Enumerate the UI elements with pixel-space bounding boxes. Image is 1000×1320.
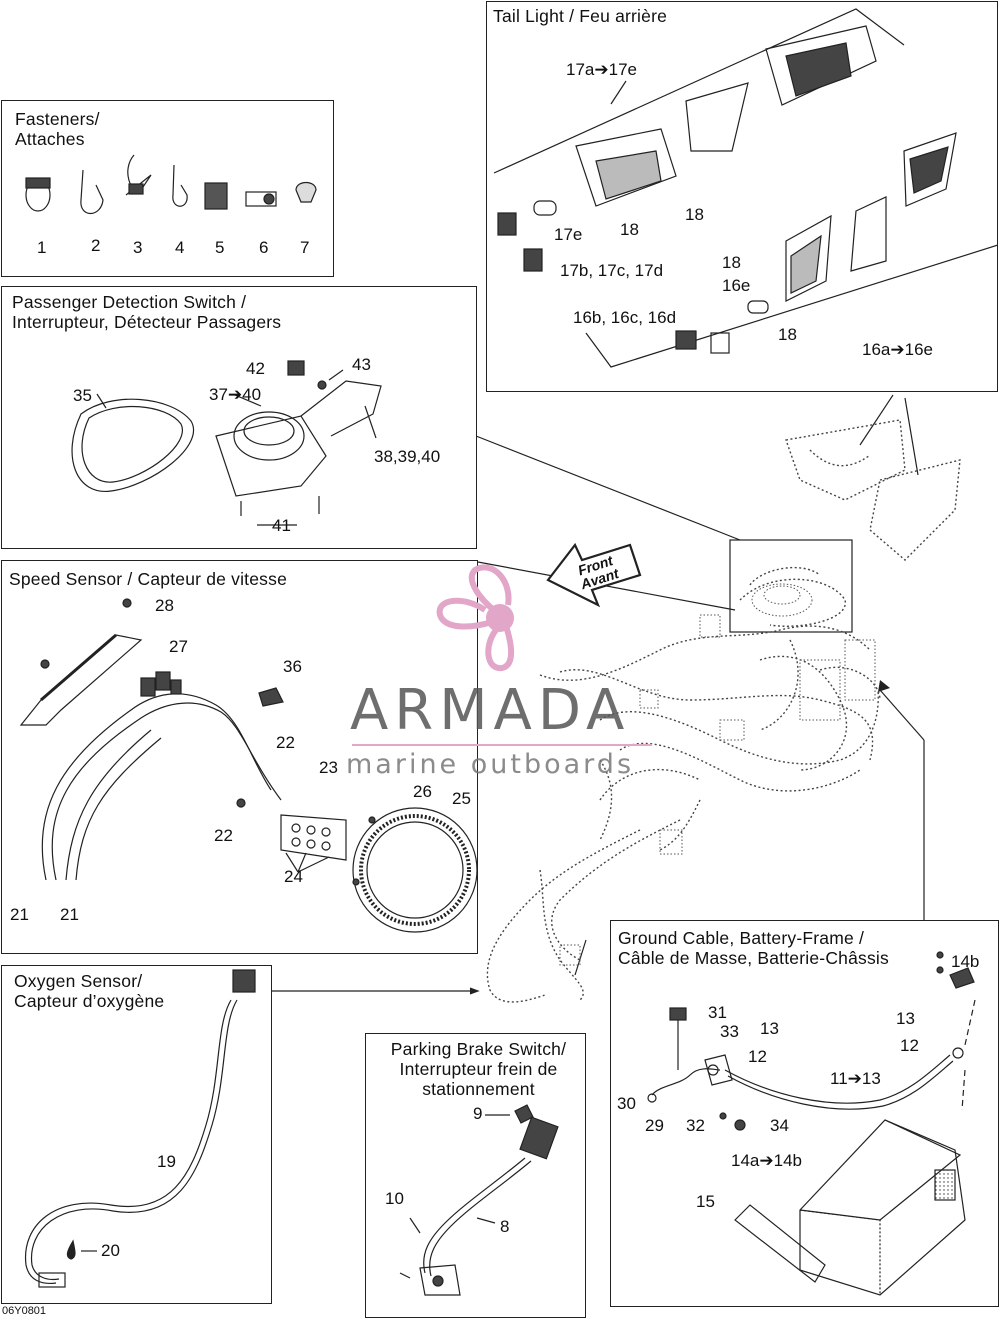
oxygen-sensor-panel: [1, 965, 272, 1304]
label-12-right: 12: [900, 1036, 919, 1055]
propeller-logo: [436, 564, 515, 671]
label-43: 43: [352, 355, 371, 374]
label-38: 38,39,40: [374, 447, 441, 466]
label-20: 20: [101, 1241, 120, 1260]
label-17b: 17b, 17c, 17d: [560, 261, 664, 280]
ground-cable-panel: [610, 920, 999, 1307]
label-16a: 16a➔16e: [862, 340, 933, 359]
label-42: 42: [246, 359, 265, 378]
label-18-upper: 18: [685, 205, 704, 224]
label-17a: 17a➔17e: [566, 60, 637, 79]
passenger-switch-panel: [1, 286, 477, 549]
label-14a: 14a➔14b: [731, 1151, 802, 1170]
tail-light-title: Tail Light / Feu arrière: [493, 6, 668, 26]
fastener-5: 5: [215, 238, 225, 257]
label-12-left: 12: [748, 1047, 767, 1066]
tail-light-drawing: [493, 8, 998, 368]
label-13-left: 13: [760, 1019, 779, 1038]
label-17e: 17e: [554, 225, 583, 244]
label-22-upper: 22: [276, 733, 295, 752]
diagram-code: 06Y0801: [2, 1305, 47, 1317]
watermark-rule: [352, 744, 652, 746]
label-34: 34: [770, 1116, 789, 1135]
label-14b: 14b: [951, 952, 980, 971]
watermark-tagline: marine outboards: [346, 749, 635, 780]
oxygen-sensor-title: Oxygen Sensor/ Capteur d’oxygène: [14, 971, 165, 1011]
label-26: 26: [413, 782, 432, 801]
label-21-right: 21: [60, 905, 79, 924]
label-10: 10: [385, 1189, 404, 1208]
watermark-brand: ARMADA: [350, 678, 631, 743]
fasteners-panel: [1, 100, 334, 277]
fastener-6: 6: [259, 238, 269, 257]
label-15: 15: [696, 1192, 715, 1211]
label-30: 30: [617, 1094, 636, 1113]
parking-brake-panel: [365, 1033, 586, 1318]
fastener-2: 2: [91, 236, 101, 255]
label-18-mid: 18: [620, 220, 639, 239]
label-25: 25: [452, 789, 471, 808]
tail-light-panel: [486, 1, 998, 392]
label-29: 29: [645, 1116, 664, 1135]
label-18-right: 18: [722, 253, 741, 272]
parking-brake-drawing: [399, 1104, 559, 1296]
fasteners-drawing: [25, 154, 317, 215]
label-19: 19: [157, 1152, 176, 1171]
label-16b: 16b, 16c, 16d: [573, 308, 677, 327]
parking-brake-title: Parking Brake Switch/ Interrupteur frein…: [390, 1039, 567, 1099]
label-22-lower: 22: [214, 826, 233, 845]
label-16e: 16e: [722, 276, 751, 295]
label-37: 37➔40: [209, 385, 262, 404]
label-24: 24: [284, 867, 303, 886]
speed-sensor-panel: [1, 560, 478, 954]
fastener-4: 4: [175, 238, 185, 257]
speed-sensor-title: Speed Sensor / Capteur de vitesse: [9, 569, 288, 589]
speed-sensor-drawing: [19, 598, 478, 933]
label-23: 23: [319, 758, 338, 777]
label-41: 41: [272, 516, 291, 535]
label-35: 35: [73, 386, 92, 405]
label-33: 33: [720, 1022, 739, 1041]
label-11: 11➔13: [830, 1069, 881, 1088]
label-21-left: 21: [10, 905, 29, 924]
label-27: 27: [169, 637, 188, 656]
label-18-lower: 18: [778, 325, 797, 344]
label-28: 28: [155, 596, 174, 615]
fasteners-title: Fasteners/ Attaches: [15, 109, 100, 149]
passenger-switch-title: Passenger Detection Switch / Interrupteu…: [12, 292, 282, 332]
label-32: 32: [686, 1116, 705, 1135]
ground-cable-drawing: [647, 951, 976, 1296]
label-31: 31: [708, 1003, 727, 1022]
label-9: 9: [473, 1104, 483, 1123]
label-13-right: 13: [896, 1009, 915, 1028]
fastener-7: 7: [300, 238, 310, 257]
oxygen-sensor-drawing: [24, 969, 256, 1288]
passenger-switch-drawing: [71, 360, 382, 526]
ground-cable-title: Ground Cable, Battery-Frame / Câble de M…: [618, 928, 889, 968]
label-8: 8: [500, 1217, 510, 1236]
label-36: 36: [283, 657, 302, 676]
fastener-3: 3: [133, 238, 143, 257]
fastener-1: 1: [37, 238, 47, 257]
